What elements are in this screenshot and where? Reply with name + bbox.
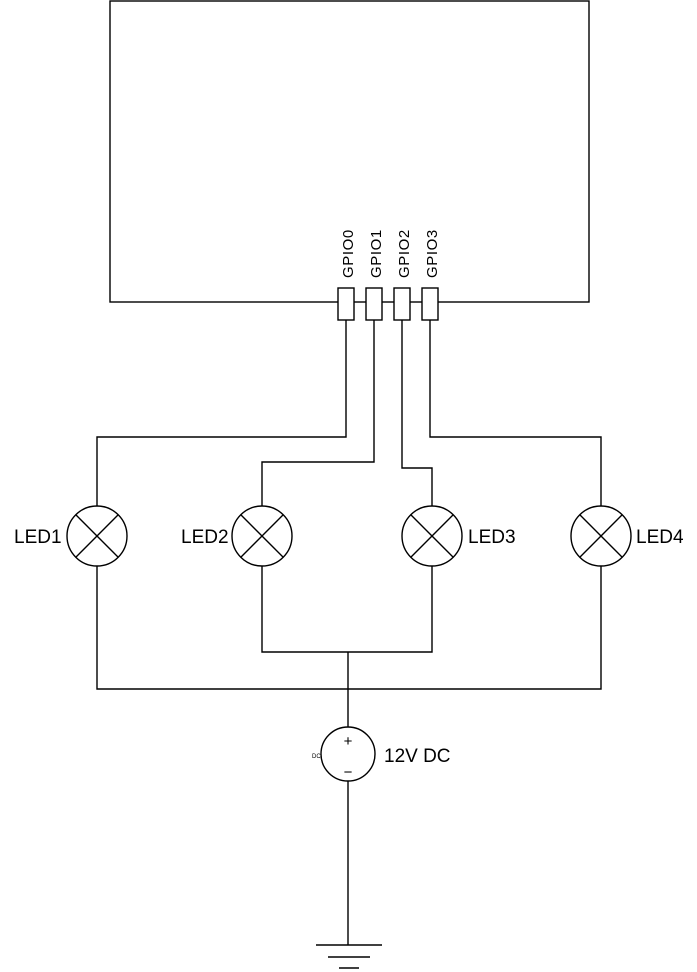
led1-lamp bbox=[66, 505, 128, 567]
wire-led1-led4-return bbox=[96, 566, 602, 690]
gpio-pin-2 bbox=[393, 287, 411, 321]
gpio-label-0: GPIO0 bbox=[340, 229, 357, 278]
controller-board bbox=[109, 0, 590, 303]
led4-lamp bbox=[570, 505, 632, 567]
gpio-pin-3 bbox=[421, 287, 439, 321]
wire-gpio3-led4 bbox=[429, 320, 602, 506]
wire-gpio2-led3 bbox=[401, 320, 433, 506]
wire-gpio0-led1 bbox=[96, 320, 347, 506]
led1-label: LED1 bbox=[14, 527, 62, 548]
led3-lamp bbox=[401, 505, 463, 567]
gpio-label-2: GPIO2 bbox=[396, 229, 413, 278]
gpio-label-3: GPIO3 bbox=[424, 229, 441, 278]
gpio-label-1: GPIO1 bbox=[368, 229, 385, 278]
gpio-pin-0 bbox=[337, 287, 355, 321]
source-plus-sign: + bbox=[344, 733, 353, 750]
led4-label: LED4 bbox=[636, 527, 684, 548]
gpio-pin-1 bbox=[365, 287, 383, 321]
wire-led2-led3-return bbox=[261, 566, 433, 653]
led3-label: LED3 bbox=[468, 527, 516, 548]
wire-gpio1-led2 bbox=[261, 320, 375, 506]
source-label: 12V DC bbox=[384, 746, 451, 767]
source-dc-tag: DC bbox=[312, 754, 321, 760]
ground-symbol bbox=[316, 944, 382, 969]
source-minus-sign: − bbox=[344, 764, 353, 781]
dc-voltage-source: + − DC bbox=[312, 726, 376, 782]
led2-label: LED2 bbox=[181, 527, 229, 548]
led2-lamp bbox=[231, 505, 293, 567]
